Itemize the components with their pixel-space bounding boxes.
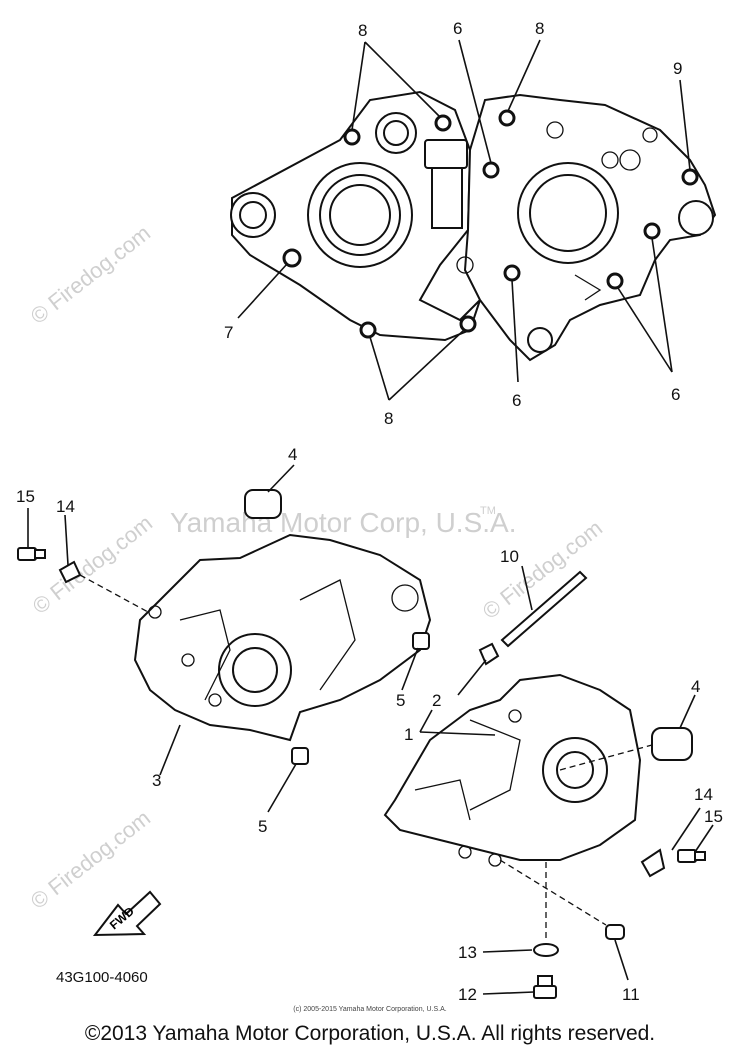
- callout-4-right: 4: [691, 677, 700, 696]
- watermark-firedog-left-top: © Firedog.com: [26, 220, 155, 329]
- callout-13: 13: [458, 943, 477, 962]
- callout-6-top: 6: [453, 19, 462, 38]
- callout-4-left: 4: [288, 445, 297, 464]
- callout-10: 10: [500, 547, 519, 566]
- hole-6-d: [606, 272, 624, 290]
- callout-6-middle: 6: [512, 391, 521, 410]
- watermark-firedog-left-bottom: © Firedog.com: [26, 805, 155, 914]
- callout-15-right: 15: [704, 807, 723, 826]
- part-code: 43G100-4060: [56, 969, 148, 986]
- callout-6-right: 6: [671, 385, 680, 404]
- bearing-4-left: [244, 489, 282, 519]
- watermark-firedog-mid: © Firedog.com: [28, 510, 157, 619]
- hole-7: [282, 248, 302, 268]
- callout-9: 9: [673, 59, 682, 78]
- hole-6-c: [503, 264, 521, 282]
- callout-8-top-right: 8: [535, 19, 544, 38]
- callout-3: 3: [152, 771, 161, 790]
- bolt-15-right: [677, 849, 706, 863]
- fwd-arrow: FWD: [92, 890, 162, 937]
- hole-6-a: [482, 161, 500, 179]
- watermark-yamaha: Yamaha Motor Corp, U.S.A.: [170, 507, 517, 538]
- callout-8-top-left: 8: [358, 21, 367, 40]
- plug-11: [605, 924, 625, 940]
- crankcase-gasket-top-view: [230, 90, 717, 362]
- pipe-10: [500, 570, 588, 648]
- small-copyright-line: (c) 2005-2015 Yamaha Motor Corporation, …: [293, 1006, 447, 1013]
- callout-5-lower: 5: [258, 817, 267, 836]
- drain-bolt-12: [533, 975, 557, 999]
- hole-8-c: [498, 109, 516, 127]
- plate-14-right: [640, 848, 666, 878]
- dowel-5-lower: [291, 747, 309, 765]
- bearing-4-right: [651, 727, 693, 761]
- callout-5-upper: 5: [396, 691, 405, 710]
- bolt-15-left: [17, 547, 46, 561]
- hole-8-a: [343, 128, 361, 146]
- left-crankcase-half: [17, 489, 432, 765]
- copyright-footer: ©2013 Yamaha Motor Corporation, U.S.A. A…: [84, 1022, 656, 1045]
- callout-15-left: 15: [16, 487, 35, 506]
- top-leader-lines: [237, 39, 691, 401]
- hole-8-d: [359, 321, 377, 339]
- right-crankcase-half: [383, 570, 706, 999]
- callout-11: 11: [622, 985, 640, 1004]
- callout-1: 1: [404, 725, 413, 744]
- hole-6-b: [643, 222, 661, 240]
- callout-8-bottom: 8: [384, 409, 393, 428]
- callout-7: 7: [224, 323, 233, 342]
- dowel-5-upper: [412, 632, 430, 650]
- callout-2: 2: [432, 691, 441, 710]
- callout-12: 12: [458, 985, 477, 1004]
- hole-9: [681, 168, 699, 186]
- washer-13: [533, 943, 559, 957]
- watermark-tm: TM: [480, 505, 496, 517]
- callout-14-right: 14: [694, 785, 713, 804]
- callout-labels: 8 6 8 9 7 8 6 6 4 15 14 10 2 1 4 5 3 5 1…: [16, 19, 723, 1004]
- bottom-leader-lines: [27, 464, 714, 995]
- hole-8-e: [459, 315, 477, 333]
- hole-8-b: [434, 114, 452, 132]
- nipple-2: [478, 642, 500, 666]
- callout-14-left: 14: [56, 497, 75, 516]
